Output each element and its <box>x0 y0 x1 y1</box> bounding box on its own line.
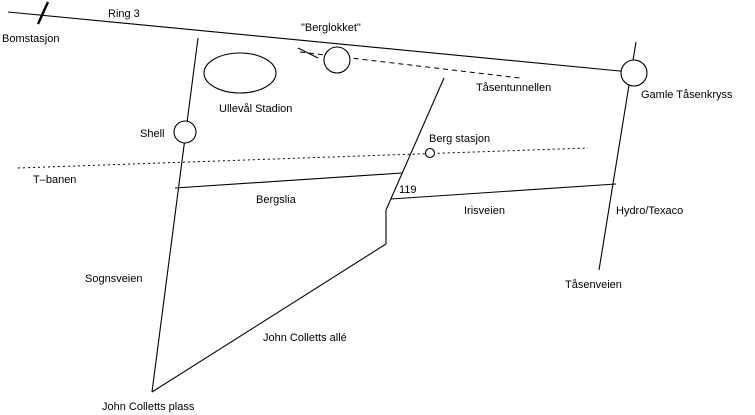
t-banen-line <box>17 147 589 169</box>
toll-marker <box>36 1 50 25</box>
label-tasentunnellen: Tåsentunnellen <box>476 82 551 94</box>
label-ullevaal-stadion: Ullevål Stadion <box>219 103 292 115</box>
bergslia-road <box>174 172 403 189</box>
label-hydro-texaco: Hydro/Texaco <box>616 205 683 217</box>
sognsveien-road <box>151 37 199 393</box>
label-bomstasjon: Bomstasjon <box>2 33 59 45</box>
label-t-banen: T–banen <box>33 174 76 186</box>
label-berg-stasjon: Berg stasjon <box>429 133 490 145</box>
john-colletts-alle-road <box>151 243 387 393</box>
shell-marker <box>173 120 197 144</box>
label-john-colletts-alle: John Colletts allé <box>263 332 347 344</box>
label-sognsveien: Sognsveien <box>85 273 143 285</box>
label-gamle-tasenkryss: Gamle Tåsenkryss <box>641 89 733 101</box>
label-john-colletts-plass: John Colletts plass <box>102 401 195 413</box>
berg-stasjon-marker <box>424 147 436 159</box>
label-shell: Shell <box>140 128 164 140</box>
label-ring3: Ring 3 <box>108 8 140 20</box>
label-berglokket: "Berglokket" <box>301 22 361 34</box>
berglokket-marker <box>323 46 351 74</box>
ring3-road <box>7 11 631 73</box>
irisveien-road <box>390 183 617 200</box>
label-irisveien: Irisveien <box>464 205 505 217</box>
label-road-119: 119 <box>399 184 417 196</box>
road-119 <box>385 77 445 244</box>
berglokket-link-road <box>297 47 319 59</box>
label-bergslia: Bergslia <box>256 194 297 206</box>
gamle-tasenkryss-marker <box>620 59 648 87</box>
ullevaal-stadion-shape <box>203 52 277 94</box>
label-tasenveien: Tåsenveien <box>565 279 622 291</box>
